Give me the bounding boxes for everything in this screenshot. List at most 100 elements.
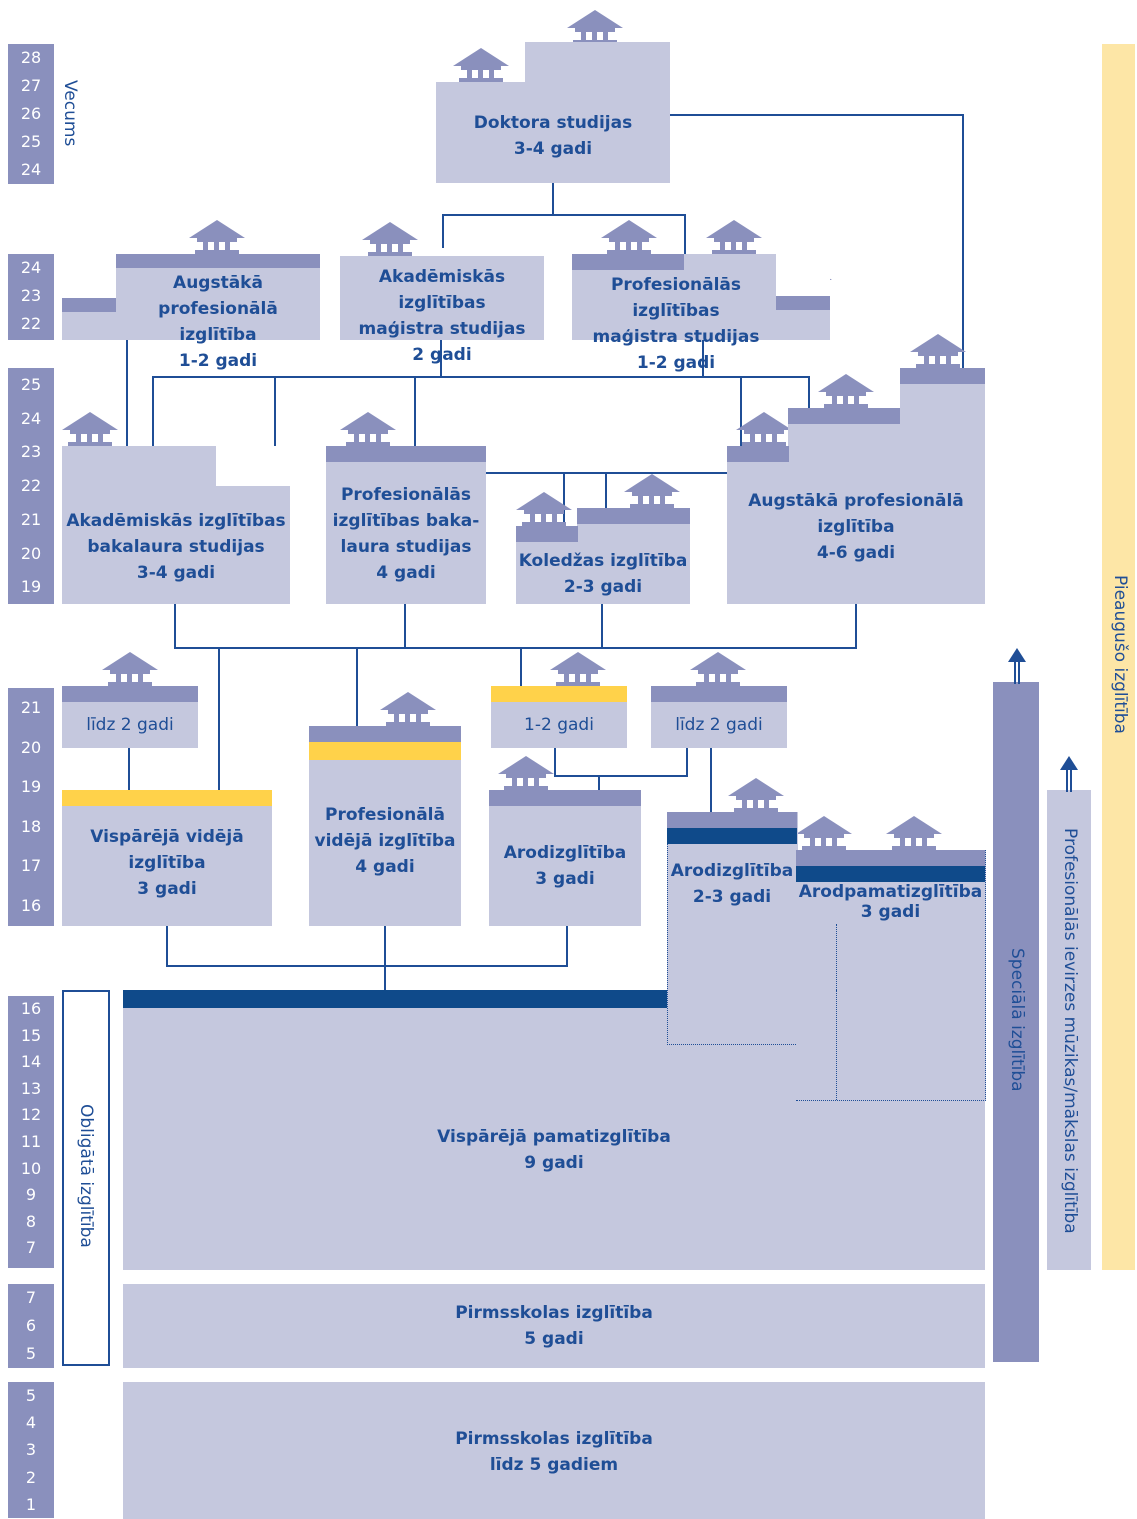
age-label: 25: [20, 375, 42, 394]
graduation-building-icon: [62, 412, 118, 446]
graduation-building-icon: [550, 652, 606, 686]
adult-education-band: [1102, 44, 1135, 1270]
age-column-4: 21 20 19 18 17 16: [8, 688, 54, 926]
music-art-education-band: [1047, 790, 1091, 1270]
age-label: 20: [20, 543, 42, 563]
age-label: 12: [20, 1105, 42, 1125]
age-label: 5: [25, 1344, 37, 1363]
music-art-education-label: Profesionālās ievirzes mūzikas/mākslas i…: [1060, 828, 1080, 1234]
age-label: 11: [20, 1131, 42, 1151]
graduation-building-icon: [516, 492, 572, 526]
age-label: 25: [20, 132, 42, 151]
graduation-building-icon: [380, 692, 436, 726]
graduation-building-icon: [102, 652, 158, 686]
age-label: 10: [20, 1158, 42, 1178]
graduation-building-icon: [362, 222, 418, 256]
age-label: 24: [20, 160, 42, 179]
age-label: 7: [25, 1288, 37, 1307]
graduation-building-icon: [189, 220, 245, 254]
age-label: 2: [25, 1467, 37, 1487]
age-column-6: 7 6 5: [8, 1284, 54, 1368]
age-label: 7: [25, 1238, 37, 1258]
graduation-building-icon: [340, 412, 396, 446]
age-label: 14: [20, 1052, 42, 1072]
up-to-2-years-label-left: līdz 2 gadi: [86, 715, 174, 735]
graduation-building-icon: [453, 48, 509, 82]
arrow-up-icon: [1060, 756, 1078, 792]
age-label: 13: [20, 1078, 42, 1098]
age-label: 1: [25, 1494, 37, 1514]
graduation-building-icon: [690, 652, 746, 686]
age-label: 24: [20, 408, 42, 428]
age-label: 20: [20, 737, 42, 757]
preschool-up-to-5-box: [123, 1382, 985, 1519]
doctoral-studies-box: [436, 82, 670, 183]
graduation-building-icon: [910, 334, 966, 368]
graduation-building-icon: [601, 220, 657, 254]
general-secondary-box: [62, 790, 272, 926]
age-label: 15: [20, 1025, 42, 1045]
graduation-building-icon: [886, 816, 942, 850]
age-label: 27: [20, 76, 42, 95]
graduation-building-icon: [728, 778, 784, 812]
age-label: 23: [20, 286, 42, 305]
graduation-building-icon: [796, 816, 852, 850]
age-label: 19: [20, 577, 42, 597]
graduation-building-icon: [624, 474, 680, 508]
age-axis-label: Vecums: [60, 80, 80, 147]
academic-masters-box: [340, 256, 544, 340]
age-label: 17: [20, 856, 42, 876]
preschool-5-years-box: [123, 1284, 985, 1368]
graduation-building-icon: [736, 412, 792, 446]
age-label: 3: [25, 1440, 37, 1460]
higher-professional-mid-box: [727, 446, 985, 604]
professional-bachelor-box: [326, 446, 486, 604]
graduation-building-icon: [498, 756, 554, 790]
age-column-2: 24 23 22: [8, 254, 54, 340]
age-label: 6: [25, 1316, 37, 1335]
age-column-7: 5 4 3 2 1: [8, 1382, 54, 1518]
age-label: 22: [20, 314, 42, 333]
age-column-3: 25 24 23 22 21 20 19: [8, 368, 54, 604]
up-to-2-years-label-right: līdz 2 gadi: [675, 715, 763, 735]
age-column-1: 28 27 26 25 24: [8, 44, 54, 184]
age-label: 22: [20, 476, 42, 496]
age-label: 18: [20, 816, 42, 836]
age-label: 4: [25, 1413, 37, 1433]
age-label: 24: [20, 258, 42, 277]
special-education-label: Speciālā izglītība: [1007, 948, 1027, 1092]
arrow-up-icon: [1008, 648, 1026, 684]
age-label: 26: [20, 104, 42, 123]
age-label: 9: [25, 1185, 37, 1205]
compulsory-education-label: Obligātā izglītība: [76, 1104, 96, 1248]
age-label: 5: [25, 1386, 37, 1405]
age-label: 8: [25, 1211, 37, 1231]
age-label: 21: [20, 698, 42, 717]
adult-education-label: Pieaugušo izglītība: [1110, 575, 1130, 734]
graduation-building-icon: [567, 10, 623, 44]
graduation-building-icon: [706, 220, 762, 254]
age-column-5: 16 15 14 13 12 11 10 9 8 7: [8, 996, 54, 1268]
age-label: 21: [20, 509, 42, 529]
special-education-band: [993, 682, 1039, 1362]
age-label: 23: [20, 442, 42, 462]
age-label: 16: [20, 895, 42, 915]
compulsory-education-frame: [62, 990, 110, 1366]
age-label: 19: [20, 777, 42, 797]
